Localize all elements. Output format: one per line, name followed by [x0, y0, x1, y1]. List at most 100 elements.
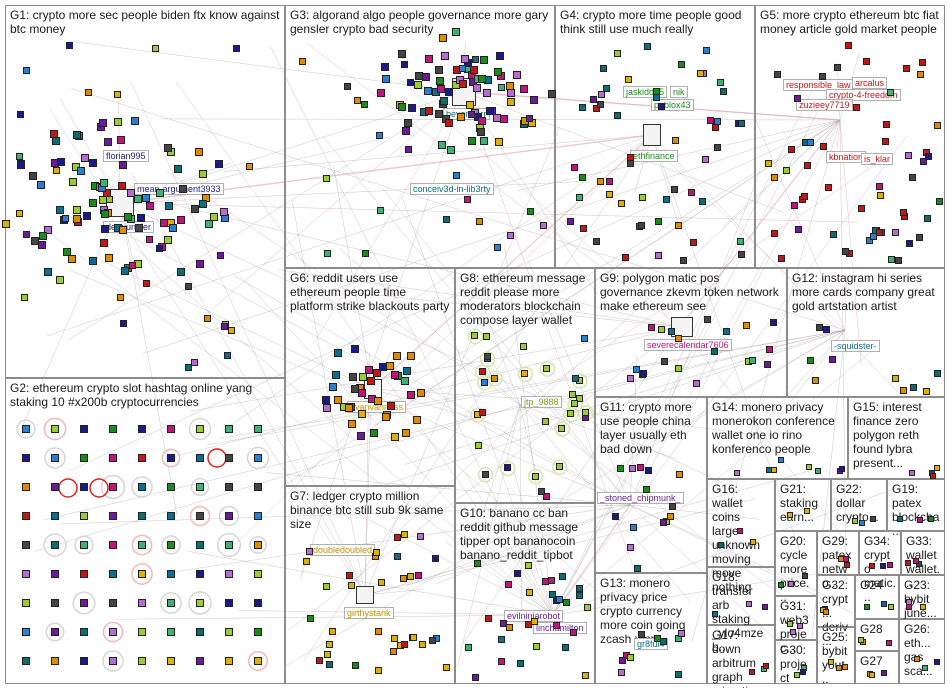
- vertex-node[interactable]: [109, 454, 117, 462]
- vertex-node[interactable]: [119, 161, 128, 170]
- vertex-node[interactable]: [788, 581, 795, 588]
- vertex-node[interactable]: [910, 384, 918, 392]
- vertex-node[interactable]: [556, 595, 564, 603]
- vertex-label[interactable]: severecalendar7606: [644, 339, 732, 351]
- vertex-node[interactable]: [413, 80, 422, 89]
- vertex-node[interactable]: [863, 57, 871, 65]
- vertex-node[interactable]: [55, 206, 64, 215]
- vertex-node[interactable]: [216, 251, 224, 259]
- vertex-node[interactable]: [866, 236, 874, 244]
- vertex-node[interactable]: [136, 214, 145, 223]
- vertex-node[interactable]: [807, 357, 815, 365]
- vertex-node[interactable]: [360, 101, 368, 109]
- vertex-node[interactable]: [408, 104, 417, 113]
- vertex-node[interactable]: [547, 576, 555, 584]
- vertex-node[interactable]: [621, 254, 629, 262]
- vertex-node[interactable]: [629, 465, 637, 473]
- vertex-node[interactable]: [68, 177, 77, 186]
- vertex-node[interactable]: [22, 657, 30, 665]
- vertex-node[interactable]: [397, 50, 406, 59]
- vertex-label[interactable]: crypto-4-freedom: [826, 89, 901, 101]
- group-panel-g6[interactable]: G6: reddit users use ethereum people tim…: [285, 268, 455, 486]
- vertex-node[interactable]: [892, 374, 900, 382]
- vertex-node[interactable]: [254, 657, 262, 665]
- vertex-node[interactable]: [494, 67, 503, 76]
- vertex-node[interactable]: [919, 158, 927, 166]
- vertex-node[interactable]: [393, 352, 402, 361]
- vertex-node[interactable]: [472, 55, 480, 63]
- vertex-node[interactable]: [632, 366, 640, 374]
- vertex-node[interactable]: [380, 63, 389, 72]
- group-panel-g3[interactable]: G3: algorand algo people governance more…: [285, 5, 555, 268]
- vertex-node[interactable]: [190, 205, 199, 214]
- vertex-node[interactable]: [899, 387, 907, 394]
- vertex-node[interactable]: [167, 454, 175, 462]
- vertex-node[interactable]: [214, 159, 223, 168]
- group-panel-g20[interactable]: G20: cycle more price...: [775, 531, 817, 604]
- vertex-node[interactable]: [475, 217, 483, 225]
- vertex-node[interactable]: [870, 516, 877, 523]
- vertex-node[interactable]: [159, 218, 168, 227]
- vertex-node[interactable]: [233, 44, 241, 52]
- vertex-node[interactable]: [109, 541, 117, 549]
- vertex-node[interactable]: [660, 638, 667, 646]
- vertex-node[interactable]: [599, 64, 607, 72]
- group-panel-g15[interactable]: G15: interest finance zero polygon reth …: [848, 397, 945, 479]
- vertex-node[interactable]: [401, 61, 409, 69]
- vertex-node[interactable]: [917, 71, 925, 79]
- vertex-node[interactable]: [923, 387, 931, 395]
- vertex-node[interactable]: [453, 172, 461, 180]
- vertex-node[interactable]: [553, 621, 561, 629]
- vertex-node[interactable]: [425, 106, 434, 115]
- vertex-node[interactable]: [225, 425, 233, 433]
- vertex-node[interactable]: [377, 89, 386, 98]
- vertex-label[interactable]: -squidster-: [831, 340, 880, 352]
- vertex-node[interactable]: [323, 174, 331, 182]
- vertex-node[interactable]: [401, 640, 409, 648]
- vertex-node[interactable]: [51, 425, 59, 433]
- vertex-node[interactable]: [882, 121, 890, 129]
- vertex-node[interactable]: [225, 599, 233, 607]
- vertex-node[interactable]: [196, 657, 204, 665]
- vertex-node[interactable]: [660, 519, 668, 527]
- vertex-node[interactable]: [123, 212, 132, 221]
- vertex-node[interactable]: [325, 641, 333, 649]
- vertex-node[interactable]: [28, 171, 37, 180]
- vertex-node[interactable]: [653, 87, 661, 95]
- vertex-node[interactable]: [133, 195, 142, 204]
- vertex-node[interactable]: [611, 512, 619, 520]
- vertex-node[interactable]: [194, 148, 203, 157]
- vertex-node[interactable]: [353, 96, 361, 104]
- vertex-node[interactable]: [578, 174, 586, 182]
- vertex-node[interactable]: [225, 483, 233, 491]
- vertex-node[interactable]: [444, 88, 453, 97]
- vertex-node[interactable]: [803, 161, 811, 169]
- group-panel-g31[interactable]: G31: web3 projec...: [775, 596, 817, 655]
- vertex-node[interactable]: [22, 230, 30, 238]
- vertex-node[interactable]: [22, 570, 30, 578]
- vertex-node[interactable]: [748, 668, 755, 675]
- vertex-node[interactable]: [117, 182, 126, 191]
- vertex-node[interactable]: [51, 570, 59, 578]
- vertex-node[interactable]: [923, 214, 931, 222]
- vertex-node[interactable]: [89, 198, 98, 207]
- vertex-node[interactable]: [614, 111, 622, 119]
- vertex-node[interactable]: [677, 61, 685, 69]
- vertex-node[interactable]: [461, 54, 470, 63]
- vertex-label[interactable]: conceiv3d-in-lib3rty: [410, 183, 494, 195]
- vertex-node[interactable]: [381, 413, 390, 422]
- group-panel-g33[interactable]: G33: wallet wallet...: [901, 531, 945, 590]
- vertex-node[interactable]: [805, 463, 812, 470]
- vertex-node[interactable]: [542, 492, 550, 500]
- vertex-node[interactable]: [77, 167, 86, 176]
- vertex-node[interactable]: [526, 207, 534, 215]
- vertex-node[interactable]: [109, 628, 117, 636]
- group-panel-g34[interactable]: G34: crypto matic...: [859, 531, 901, 604]
- vertex-node[interactable]: [558, 425, 566, 432]
- vertex-node[interactable]: [134, 223, 143, 232]
- vertex-node[interactable]: [543, 364, 551, 372]
- vertex-node[interactable]: [415, 572, 423, 580]
- vertex-node[interactable]: [138, 599, 146, 607]
- vertex-node[interactable]: [359, 372, 368, 381]
- vertex-node[interactable]: [361, 249, 369, 257]
